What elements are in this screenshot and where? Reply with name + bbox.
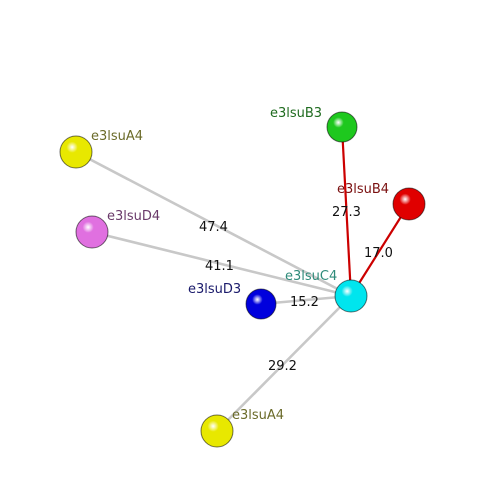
edge-center-b4	[349, 202, 411, 298]
node-b4[interactable]	[392, 187, 426, 221]
edge-distance-label: 29.2	[268, 359, 297, 374]
edge-distance-label: 41.1	[205, 259, 234, 274]
node-label-d3: e3lsuD3	[188, 282, 241, 297]
nodes-layer	[59, 111, 426, 448]
edge-distance-label: 17.0	[364, 246, 393, 261]
node-labels-layer: e3lsuC4 e3lsuB3 e3lsuB4 e3lsuA4 e3lsuD4 e3lsu…	[91, 106, 389, 423]
edge-distance-label: 15.2	[290, 295, 319, 310]
node-label-b3: e3lsuB3	[270, 106, 322, 121]
node-b3[interactable]	[326, 111, 358, 143]
edge-center-b3	[340, 125, 353, 298]
node-center[interactable]	[334, 279, 368, 313]
edge-center-d4	[90, 230, 353, 298]
edge-center-a4_bottom	[215, 294, 353, 433]
edges-layer	[74, 125, 411, 433]
edge-center-a4_top	[74, 150, 353, 298]
node-label-center: e3lsuC4	[285, 269, 337, 284]
node-label-b4: e3lsuB4	[337, 182, 389, 197]
node-a4_top[interactable]	[59, 135, 93, 169]
edge-labels-layer: 27.3 17.0 47.4 41.1 15.2 29.2	[199, 205, 393, 374]
node-d3[interactable]	[245, 288, 277, 320]
node-d4[interactable]	[75, 215, 109, 249]
node-a4_bottom[interactable]	[200, 414, 234, 448]
node-label-a4_top: e3lsuA4	[91, 129, 143, 144]
node-label-d4: e3lsuD4	[107, 209, 160, 224]
node-label-a4_bottom: e3lsuA4	[232, 408, 284, 423]
edge-distance-label: 47.4	[199, 220, 228, 235]
edge-distance-label: 27.3	[332, 205, 361, 220]
